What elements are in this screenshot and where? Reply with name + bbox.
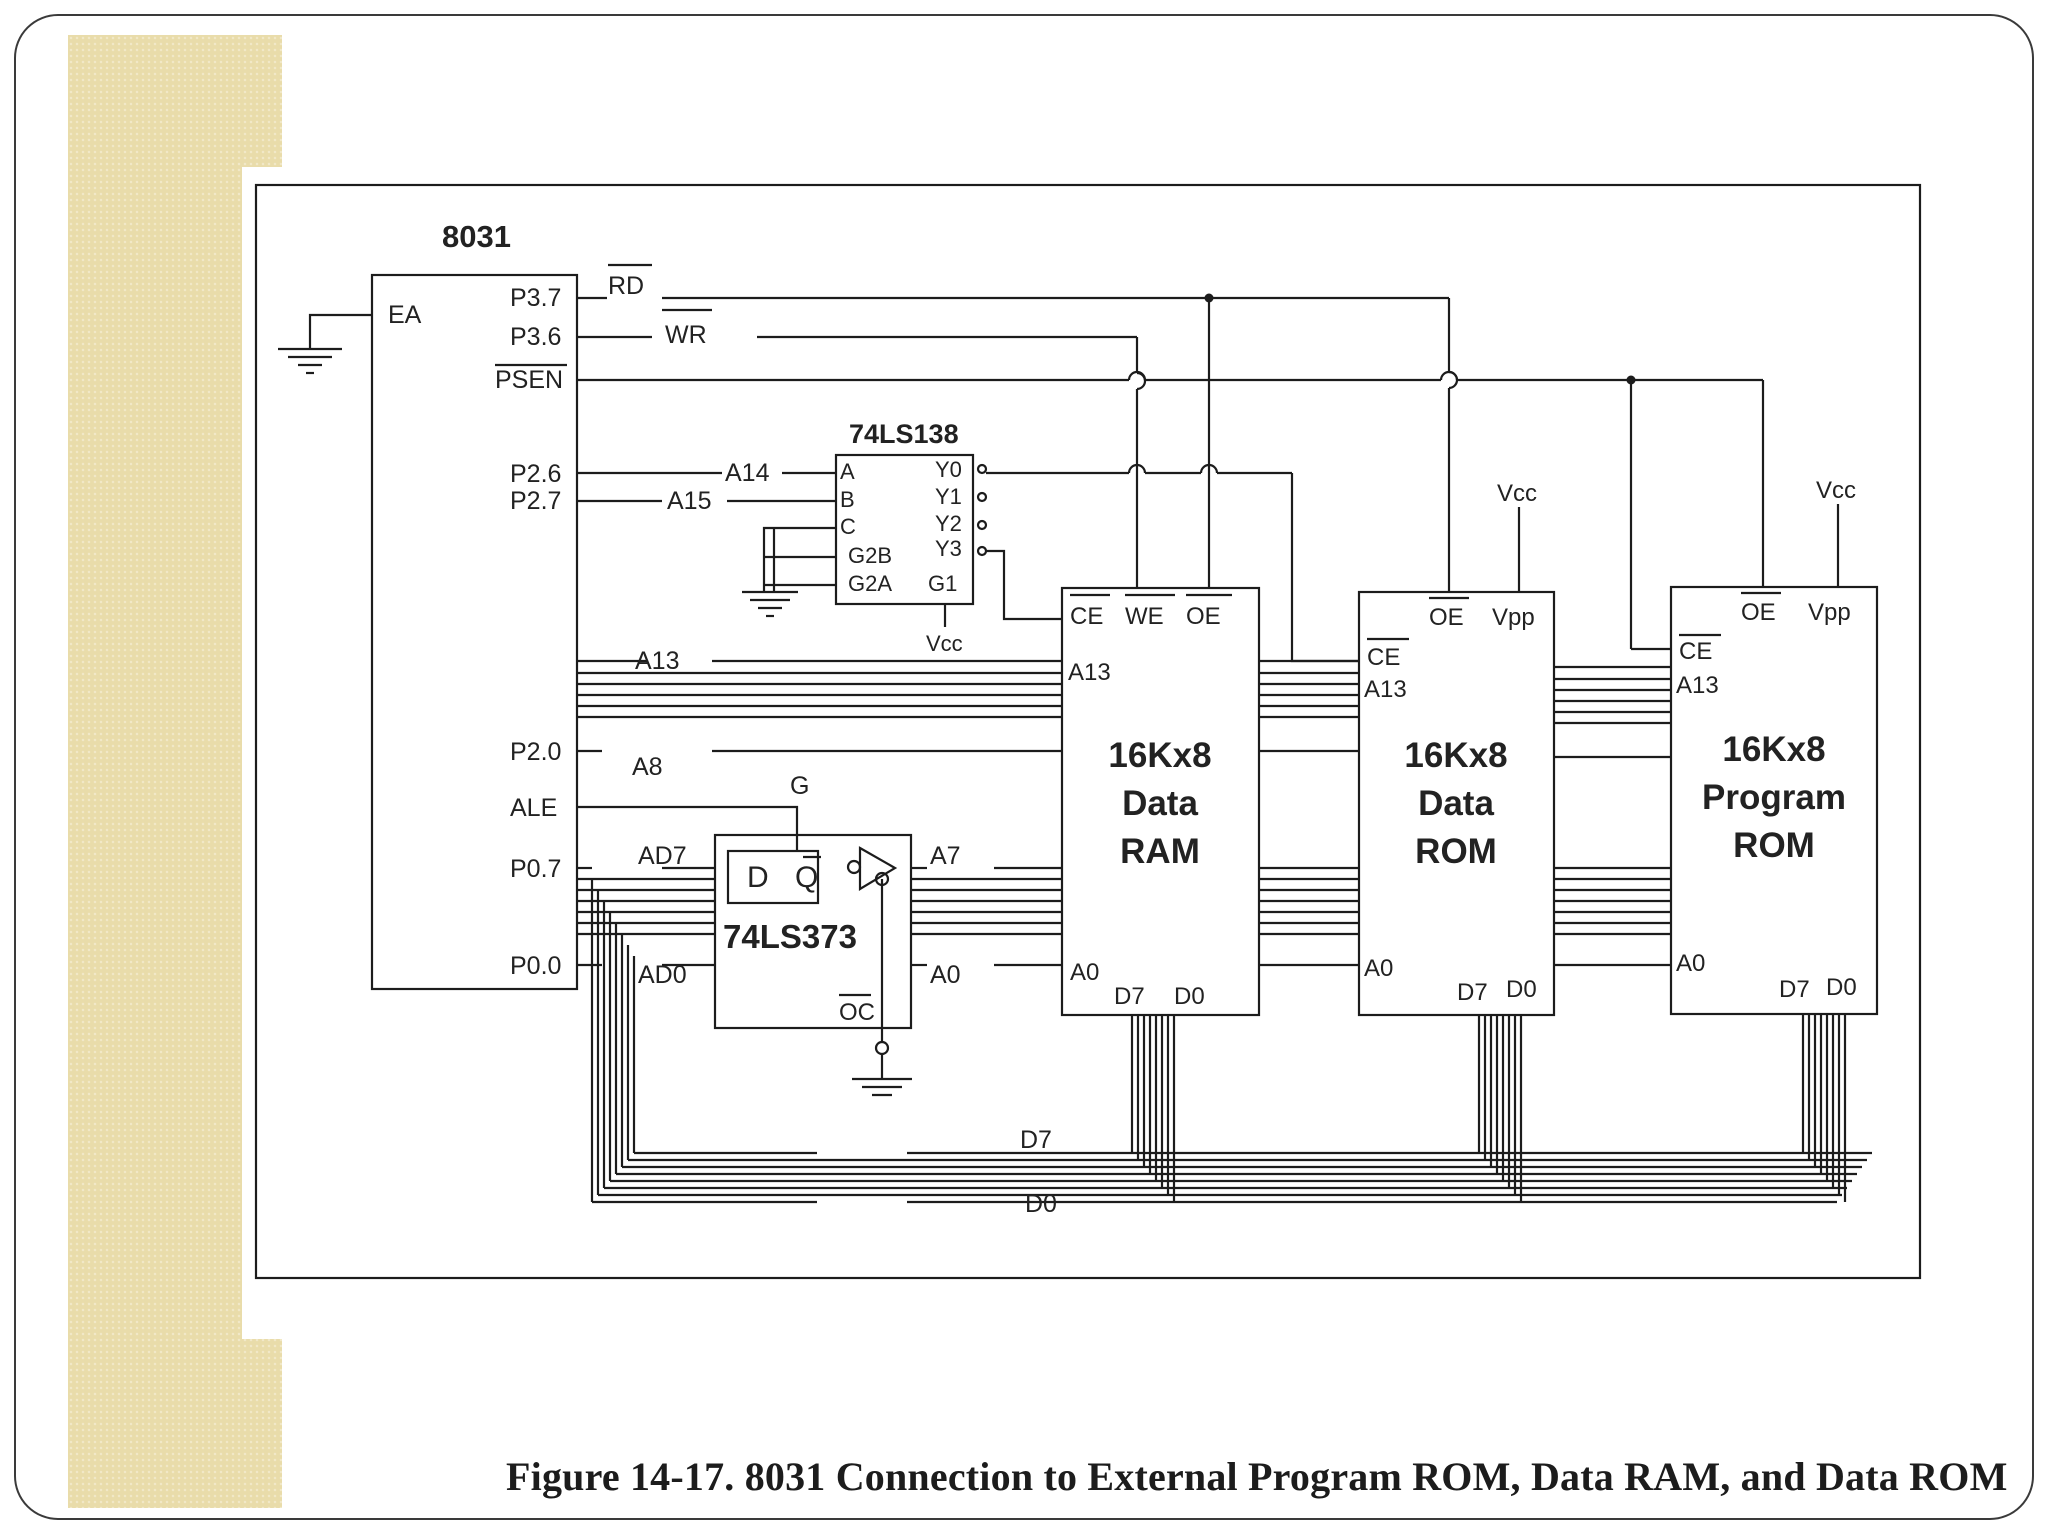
data-rom-pin-d7: D7 <box>1457 979 1488 1006</box>
ram-pin-a13: A13 <box>1068 659 1111 686</box>
figure-border <box>254 183 1922 1280</box>
data-rom-pin-a13: A13 <box>1364 676 1407 703</box>
program-rom-pin-ce: CE <box>1679 638 1712 665</box>
program-rom-box <box>1669 585 1879 1016</box>
decoder-output-y3: Y3 <box>935 536 962 561</box>
signal-a14-label: A14 <box>725 459 770 487</box>
data-rom-pin-a0: A0 <box>1364 955 1393 982</box>
data-rom-line3: ROM <box>1415 832 1497 871</box>
signal-d7-label: D7 <box>1020 1126 1052 1154</box>
decoder-input-c: C <box>840 514 856 539</box>
program-rom-line3: ROM <box>1733 826 1815 865</box>
decoder-output-y2: Y2 <box>935 511 962 536</box>
data-ram-box <box>1060 586 1261 1017</box>
program-rom-line1: 16Kx8 <box>1722 730 1825 769</box>
mcu-title: 8031 <box>442 219 511 254</box>
pin-p07-label: P0.7 <box>510 855 561 883</box>
data-rom-pin-oe: OE <box>1429 604 1464 631</box>
figure-paper: 8031 EA P3.7 P3.6 PSEN P2.6 P2.7 P2.0 AL… <box>242 167 2007 1499</box>
signal-a13-label: A13 <box>635 647 679 675</box>
program-rom-pin-a13: A13 <box>1676 672 1719 699</box>
latch-q-label: Q <box>795 861 818 894</box>
ram-line3: RAM <box>1120 832 1200 871</box>
data-rom-vcc-label: Vcc <box>1497 480 1537 507</box>
ram-pin-a0: A0 <box>1070 959 1099 986</box>
signal-a7-label: A7 <box>930 842 961 870</box>
ram-pin-oe: OE <box>1186 603 1221 630</box>
decoder-title: 74LS138 <box>849 419 959 449</box>
data-rom-line1: 16Kx8 <box>1404 736 1507 775</box>
signal-ad7-label: AD7 <box>638 842 687 870</box>
signal-ad0-label: AD0 <box>638 961 687 989</box>
latch-d-label: D <box>747 861 769 894</box>
decoder-vcc-label: Vcc <box>926 631 963 656</box>
pin-ea-label: EA <box>388 301 422 329</box>
decoder-output-y0: Y0 <box>935 457 962 482</box>
signal-a15-label: A15 <box>667 487 711 515</box>
program-rom-pin-a0: A0 <box>1676 950 1705 977</box>
program-rom-pin-oe: OE <box>1741 599 1776 626</box>
data-rom-pin-vpp: Vpp <box>1492 604 1535 631</box>
decoder-input-g2a: G2A <box>848 571 892 596</box>
ram-pin-d7: D7 <box>1114 983 1145 1010</box>
data-rom-pin-d0: D0 <box>1506 976 1537 1003</box>
decoder-output-y1: Y1 <box>935 484 962 509</box>
signal-a0-label: A0 <box>930 961 961 989</box>
figure-caption: Figure 14-17. 8031 Connection to Externa… <box>506 1454 2008 1499</box>
signal-d0-label: D0 <box>1025 1190 1057 1218</box>
program-rom-line2: Program <box>1702 778 1846 817</box>
program-rom-pin-vpp: Vpp <box>1808 599 1851 626</box>
data-rom-pin-ce: CE <box>1367 644 1400 671</box>
program-rom-vcc-label: Vcc <box>1816 477 1856 504</box>
pin-psen-label: PSEN <box>495 366 563 394</box>
data-rom-line2: Data <box>1418 784 1494 823</box>
pin-p26-label: P2.6 <box>510 460 561 488</box>
signal-rd-label: RD <box>608 272 644 300</box>
ram-pin-d0: D0 <box>1174 983 1205 1010</box>
pin-p00-label: P0.0 <box>510 952 561 980</box>
signal-wr-label: WR <box>665 321 707 349</box>
decoder-input-a: A <box>840 459 855 484</box>
latch-oc-label: OC <box>839 999 875 1026</box>
program-rom-pin-d0: D0 <box>1826 974 1857 1001</box>
pin-p37-label: P3.7 <box>510 284 561 312</box>
pin-p27-label: P2.7 <box>510 487 561 515</box>
decoder-input-g1: G1 <box>928 571 957 596</box>
latch-74ls373-box <box>713 833 913 1030</box>
data-rom-box <box>1357 590 1556 1017</box>
signal-g-label: G <box>790 772 809 800</box>
latch-name: 74LS373 <box>723 918 857 955</box>
schematic-diagram: 8031 EA P3.7 P3.6 PSEN P2.6 P2.7 P2.0 AL… <box>254 183 1922 1280</box>
signal-a8-label: A8 <box>632 753 663 781</box>
mcu-8031-box <box>370 273 579 991</box>
ram-pin-ce: CE <box>1070 603 1103 630</box>
pin-ale-label: ALE <box>510 794 557 822</box>
ram-line1: 16Kx8 <box>1108 736 1211 775</box>
pin-p20-label: P2.0 <box>510 738 561 766</box>
program-rom-pin-d7: D7 <box>1779 976 1810 1003</box>
decoder-input-g2b: G2B <box>848 543 892 568</box>
decoder-74ls138-box <box>834 453 975 606</box>
ram-line2: Data <box>1122 784 1198 823</box>
decoder-input-b: B <box>840 487 855 512</box>
ram-pin-we: WE <box>1125 603 1164 630</box>
pin-p36-label: P3.6 <box>510 323 561 351</box>
